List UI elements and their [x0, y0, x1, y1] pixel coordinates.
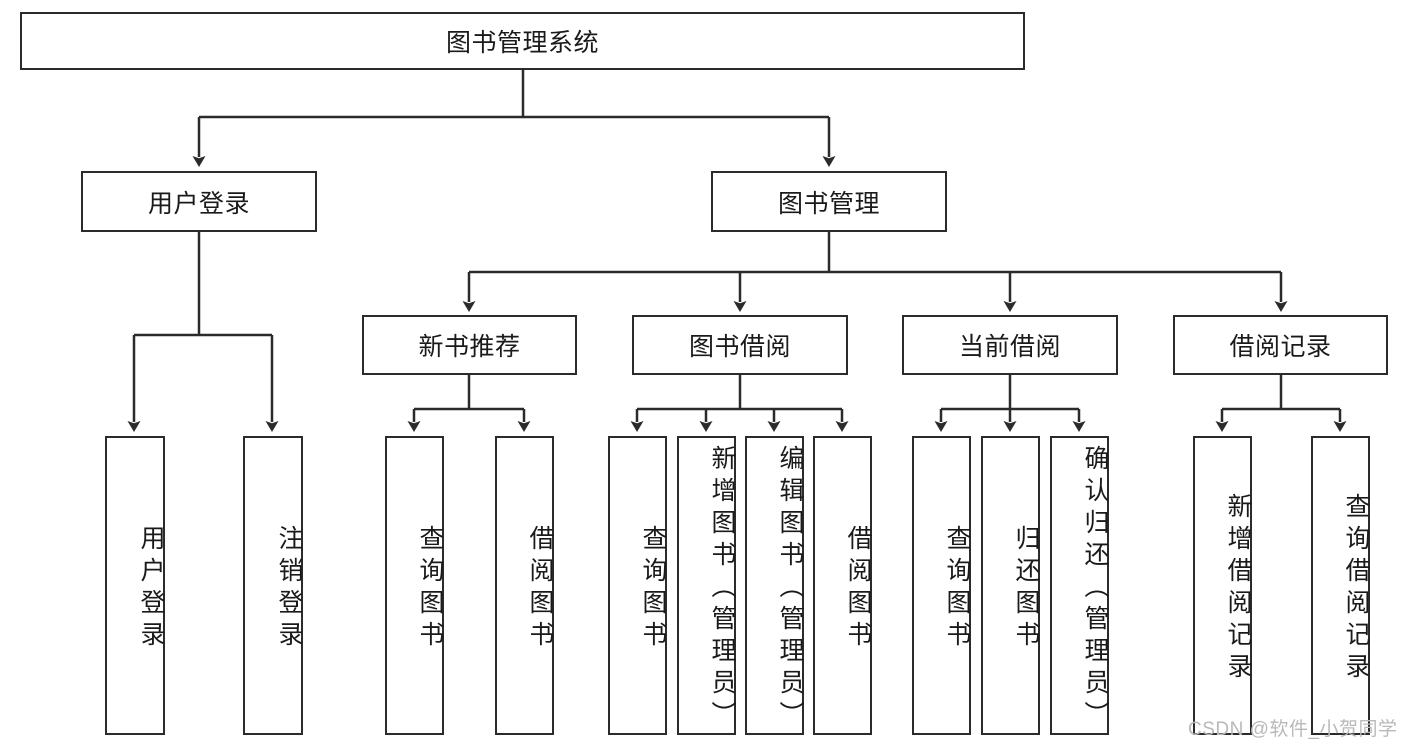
- leaf-book-borrow-borrow[interactable]: 借阅图书: [813, 436, 872, 735]
- leaf-label: 查询图书: [943, 524, 971, 653]
- node-current-borrow[interactable]: 当前借阅: [902, 315, 1118, 375]
- leaf-book-borrow-query[interactable]: 查询图书: [608, 436, 667, 735]
- leaf-current-borrow-query[interactable]: 查询图书: [912, 436, 971, 735]
- leaf-new-book-query[interactable]: 查询图书: [385, 436, 444, 735]
- node-root-system[interactable]: 图书管理系统: [20, 12, 1025, 70]
- leaf-label: 新增借阅记录: [1224, 492, 1252, 685]
- node-book-borrow[interactable]: 图书借阅: [632, 315, 848, 375]
- leaf-book-borrow-edit[interactable]: 编辑图书（管理员）: [745, 436, 804, 735]
- leaf-user-login-login[interactable]: 用户登录: [105, 436, 165, 735]
- node-new-book-recommend[interactable]: 新书推荐: [362, 315, 577, 375]
- leaf-current-borrow-return[interactable]: 归还图书: [981, 436, 1040, 735]
- leaf-label: 借阅图书: [526, 524, 554, 653]
- leaf-book-borrow-add[interactable]: 新增图书（管理员）: [677, 436, 736, 735]
- leaf-borrow-record-add[interactable]: 新增借阅记录: [1193, 436, 1252, 735]
- leaf-label: 新增图书（管理员）: [708, 444, 736, 733]
- leaf-label: 确认归还（管理员）: [1081, 444, 1109, 733]
- node-borrow-record[interactable]: 借阅记录: [1173, 315, 1388, 375]
- node-book-management[interactable]: 图书管理: [711, 171, 947, 232]
- node-user-login[interactable]: 用户登录: [81, 171, 317, 232]
- leaf-label: 编辑图书（管理员）: [776, 444, 804, 733]
- leaf-label: 归还图书: [1012, 524, 1040, 653]
- leaf-user-login-logout[interactable]: 注销登录: [243, 436, 303, 735]
- leaf-label: 借阅图书: [844, 524, 872, 653]
- leaf-label: 查询借阅记录: [1342, 492, 1370, 685]
- leaf-label: 用户登录: [137, 524, 165, 653]
- leaf-label: 查询图书: [416, 524, 444, 653]
- leaf-current-borrow-confirm[interactable]: 确认归还（管理员）: [1050, 436, 1109, 735]
- leaf-label: 注销登录: [275, 524, 303, 653]
- leaf-label: 查询图书: [639, 524, 667, 653]
- leaf-new-book-borrow[interactable]: 借阅图书: [495, 436, 554, 735]
- watermark-text: CSDN @软件_小贺同学: [1188, 719, 1398, 740]
- leaf-borrow-record-query[interactable]: 查询借阅记录: [1311, 436, 1370, 735]
